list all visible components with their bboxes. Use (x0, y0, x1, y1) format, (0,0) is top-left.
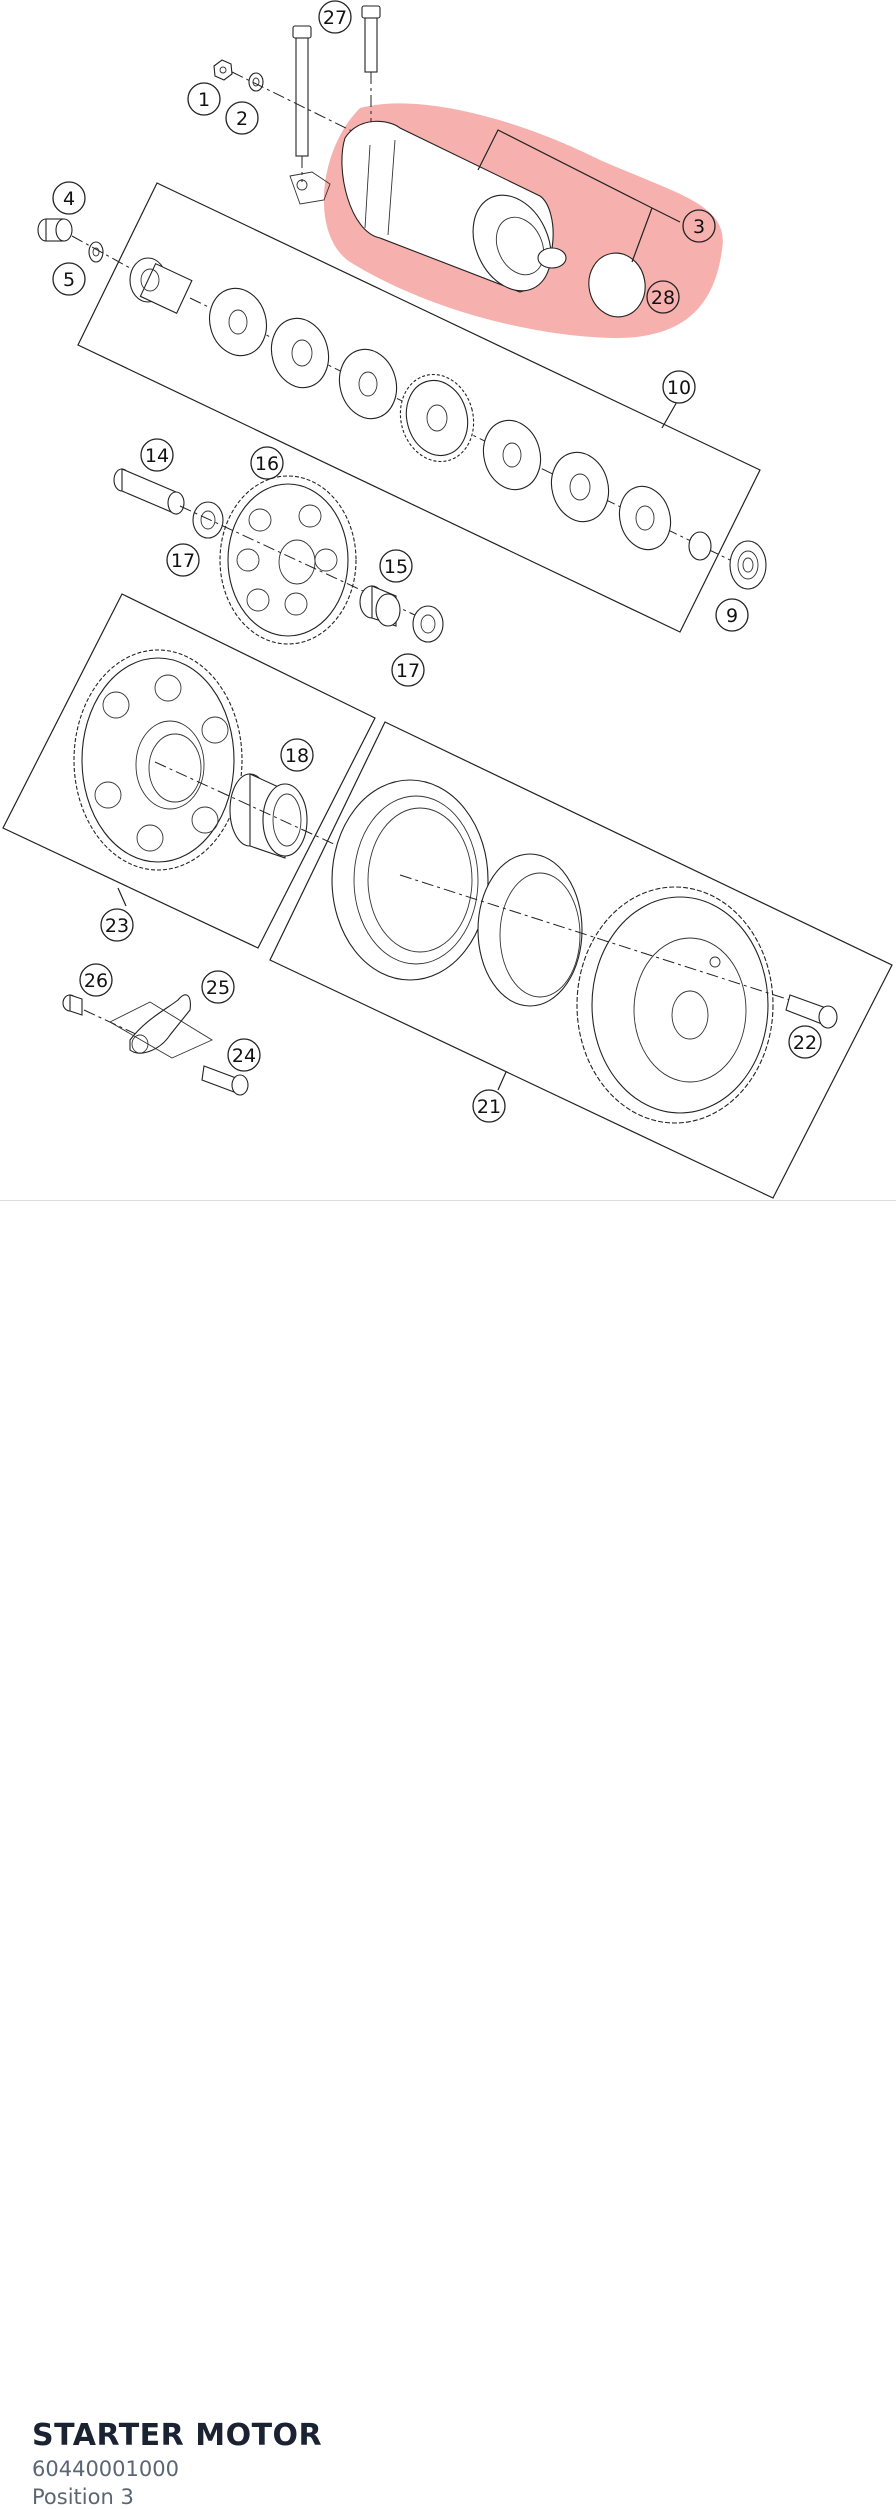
callout-label: 23 (105, 915, 129, 937)
bolt-22[interactable] (785, 994, 838, 1029)
callout-1[interactable]: 1 (187, 82, 221, 116)
callout-25[interactable]: 25 (201, 970, 235, 1004)
callout-10[interactable]: 10 (662, 370, 696, 404)
washer-2[interactable] (248, 72, 264, 92)
washer-d[interactable] (613, 481, 678, 556)
callout-label: 17 (396, 660, 420, 682)
bushing-4[interactable] (37, 218, 73, 242)
callout-label: 24 (232, 1045, 256, 1067)
part-number: 60440001000 (32, 2457, 179, 2481)
callout-label: 4 (63, 188, 75, 210)
freewheel-21[interactable] (576, 886, 774, 1124)
o-ring-28[interactable] (584, 249, 650, 322)
sleeve-18[interactable] (229, 773, 308, 859)
group-frame-23 (2, 593, 376, 949)
washer-b[interactable] (332, 343, 404, 425)
callout-4[interactable]: 4 (52, 181, 86, 215)
callout-27[interactable]: 27 (318, 0, 352, 34)
callout-label: 22 (793, 1032, 817, 1054)
exploded-diagram: 1 2 27 3 28 4 5 10 14 16 17 15 17 9 18 23 26 25 24 22 21 (0, 0, 896, 1200)
bushing-15[interactable] (359, 585, 401, 627)
callout-label: 25 (206, 977, 230, 999)
bolt-24[interactable] (201, 1065, 249, 1096)
bolt-26[interactable] (62, 994, 83, 1016)
gear-16[interactable] (219, 475, 357, 645)
callout-label: 2 (236, 108, 248, 130)
callout-label: 16 (255, 453, 279, 475)
callout-23[interactable]: 23 (100, 908, 134, 942)
callout-label: 26 (84, 970, 108, 992)
spline-washer-b[interactable] (544, 446, 616, 528)
group-frame-10 (77, 182, 761, 633)
callout-15[interactable]: 15 (379, 549, 413, 583)
part-position: Position 3 (32, 2485, 134, 2509)
group-frame-21 (269, 721, 893, 1199)
callout-22[interactable]: 22 (788, 1025, 822, 1059)
callout-5[interactable]: 5 (52, 262, 86, 296)
callout-label: 5 (63, 269, 75, 291)
starter-motor[interactable] (289, 120, 567, 303)
callout-label: 10 (667, 377, 691, 399)
callout-label: 14 (145, 445, 169, 467)
callout-label: 27 (323, 7, 347, 29)
callout-26[interactable]: 26 (79, 963, 113, 997)
callout-21[interactable]: 21 (472, 1089, 506, 1123)
nut-1[interactable] (213, 59, 233, 81)
gear-23[interactable] (73, 649, 243, 871)
washer-17a[interactable] (192, 501, 224, 539)
callout-9[interactable]: 9 (715, 598, 749, 632)
snap-ring[interactable] (688, 531, 712, 561)
spline-washer-a[interactable] (264, 312, 336, 394)
bearing-9[interactable] (729, 540, 767, 590)
callout-label: 18 (285, 745, 309, 767)
part-info-panel: STARTER MOTOR 60440001000 Position 3 (0, 1200, 896, 2509)
washer-c[interactable] (476, 414, 548, 496)
callout-label: 9 (726, 605, 738, 627)
callout-label: 17 (171, 550, 195, 572)
callout-3[interactable]: 3 (682, 209, 716, 243)
callout-16[interactable]: 16 (250, 446, 284, 480)
bolt-27-right[interactable] (361, 5, 381, 122)
idler-gear[interactable] (391, 366, 483, 470)
lever-25[interactable] (129, 994, 191, 1054)
washer-17b[interactable] (412, 605, 444, 643)
shaft-14[interactable] (113, 468, 185, 515)
callout-24[interactable]: 24 (227, 1038, 261, 1072)
callout-17[interactable]: 17 (166, 543, 200, 577)
pinion-shaft[interactable] (129, 257, 193, 314)
callout-label: 1 (198, 89, 210, 111)
bolt-27-left[interactable] (292, 25, 312, 182)
callout-label: 21 (477, 1096, 501, 1118)
callout-18[interactable]: 18 (280, 738, 314, 772)
housing-ring[interactable] (331, 779, 489, 981)
callout-14[interactable]: 14 (140, 438, 174, 472)
washer-a[interactable] (202, 282, 274, 362)
callout-label: 28 (651, 287, 675, 309)
callout-label: 3 (693, 216, 705, 238)
part-name: STARTER MOTOR (32, 2418, 323, 2453)
callout-28[interactable]: 28 (646, 280, 680, 314)
bearing-ring[interactable] (477, 853, 583, 1007)
callout-2[interactable]: 2 (225, 101, 259, 135)
callout-17[interactable]: 17 (391, 653, 425, 687)
callout-label: 15 (384, 556, 408, 578)
